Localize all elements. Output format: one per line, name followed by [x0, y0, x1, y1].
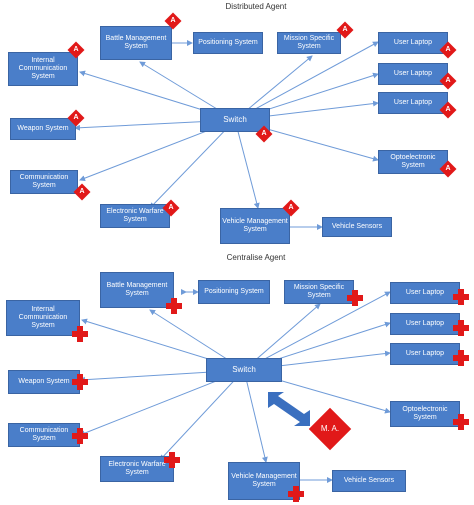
node-positioning-system: Positioning System — [198, 280, 270, 304]
no-agent-cross-icon — [453, 320, 469, 336]
no-agent-cross-icon — [72, 326, 88, 342]
agent-marker: A — [67, 41, 85, 59]
node-user-laptop-1: User Laptop — [378, 32, 448, 54]
node-optoelectronic-system: Optoelectronic System — [390, 401, 460, 427]
node-electronic-warfare-system: Electronic Warfare System — [100, 456, 174, 482]
node-weapon-system: Weapon System — [8, 370, 80, 394]
node-user-laptop-1: User Laptop — [390, 282, 460, 304]
no-agent-cross-icon — [166, 298, 182, 314]
agent-marker: A — [439, 160, 457, 178]
central-agent-diamond: M. A. — [308, 407, 352, 451]
node-user-laptop-3: User Laptop — [378, 92, 448, 114]
node-switch: Switch — [206, 358, 282, 382]
agent-marker: A — [282, 199, 300, 217]
node-user-laptop-3: User Laptop — [390, 343, 460, 365]
no-agent-cross-icon — [347, 290, 363, 306]
agent-marker: A — [73, 183, 91, 201]
agent-marker: A — [439, 41, 457, 59]
node-vehicle-management-system: Vehicle Management System — [220, 208, 290, 244]
agent-marker: A — [336, 21, 354, 39]
node-communication-system: Communication System — [8, 423, 80, 447]
no-agent-cross-icon — [164, 452, 180, 468]
agent-marker: A — [67, 109, 85, 127]
node-electronic-warfare-system: Electronic Warfare System — [100, 204, 170, 228]
agent-marker: A — [162, 199, 180, 217]
no-agent-cross-icon — [453, 350, 469, 366]
node-internal-communication-system: Internal Communication System — [6, 300, 80, 336]
agent-marker: A — [439, 101, 457, 119]
node-internal-communication-system: Internal Communication System — [8, 52, 78, 86]
node-weapon-system: Weapon System — [10, 118, 76, 140]
node-optoelectronic-system: Optoelectronic System — [378, 150, 448, 174]
agent-marker: A — [439, 72, 457, 90]
no-agent-cross-icon — [72, 374, 88, 390]
no-agent-cross-icon — [288, 486, 304, 502]
no-agent-cross-icon — [453, 289, 469, 305]
agent-marker: A — [255, 125, 273, 143]
node-switch: Switch — [200, 108, 270, 132]
agent-marker: A — [164, 12, 182, 30]
ma-link-arrow — [268, 392, 310, 426]
node-positioning-system: Positioning System — [193, 32, 263, 54]
node-vehicle-sensors: Vehicle Sensors — [332, 470, 406, 492]
node-communication-system: Communication System — [10, 170, 78, 194]
diagram-title-centralised: Centralise Agent — [226, 253, 286, 262]
no-agent-cross-icon — [72, 428, 88, 444]
node-vehicle-management-system: Vehicle Management System — [228, 462, 300, 500]
node-user-laptop-2: User Laptop — [390, 313, 460, 335]
node-user-laptop-2: User Laptop — [378, 63, 448, 85]
node-vehicle-sensors: Vehicle Sensors — [322, 217, 392, 237]
no-agent-cross-icon — [453, 414, 469, 430]
node-mission-specific-system: Mission Specific System — [284, 280, 354, 304]
node-mission-specific-system: Mission Specific System — [277, 32, 341, 54]
node-battle-management-system: Battle Management System — [100, 272, 174, 308]
node-battle-management-system: Battle Management System — [100, 26, 172, 60]
diagram-title-distributed: Distributed Agent — [225, 2, 287, 11]
central-agent-label: M. A. — [320, 424, 340, 433]
